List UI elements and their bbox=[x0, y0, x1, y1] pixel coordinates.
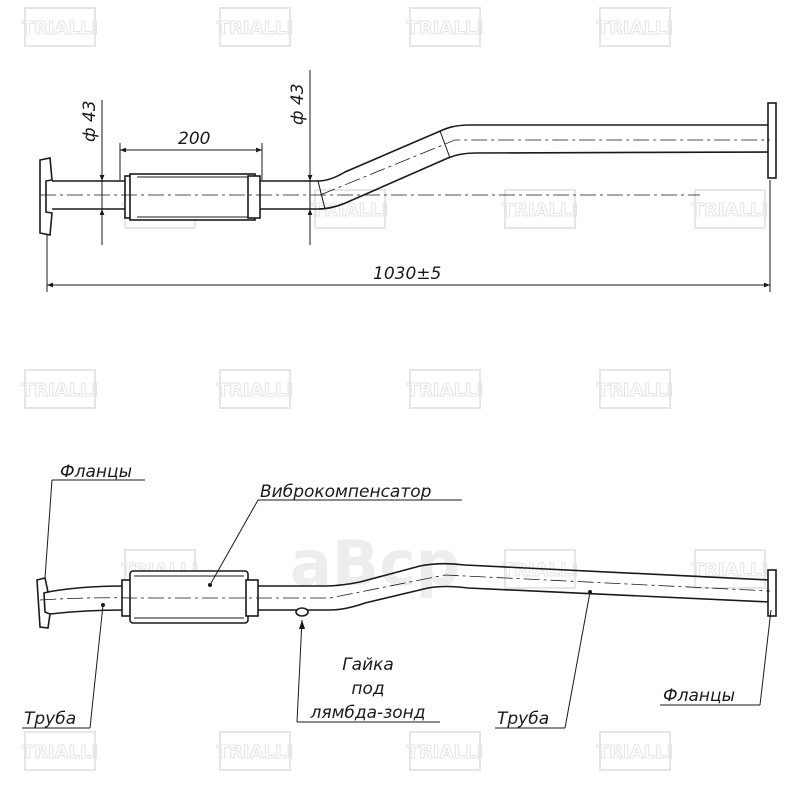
svg-text:TRIALLI: TRIALLI bbox=[407, 18, 483, 39]
bottom-left-flange bbox=[36, 577, 51, 629]
watermarks: TRIALLI TRIALLI TRIALLI TRIALLI TRIALLI … bbox=[21, 7, 769, 771]
top-left-flange bbox=[39, 157, 53, 236]
svg-text:TRIALLI: TRIALLI bbox=[692, 200, 768, 221]
top-main-pipe bbox=[260, 124, 770, 182]
svg-text:TRIALLI: TRIALLI bbox=[22, 380, 98, 401]
svg-text:TRIALLI: TRIALLI bbox=[597, 742, 673, 763]
svg-text:TRIALLI: TRIALLI bbox=[407, 742, 483, 763]
overall-length-label: 1030±5 bbox=[373, 264, 441, 284]
watermark-row-2: TRIALLI TRIALLI TRIALLI TRIALLI bbox=[121, 189, 769, 229]
flanges-right-label: Фланцы bbox=[663, 686, 735, 706]
watermark-row-5: TRIALLI TRIALLI TRIALLI TRIALLI bbox=[21, 731, 674, 771]
svg-text:TRIALLI: TRIALLI bbox=[312, 200, 388, 221]
svg-text:TRIALLI: TRIALLI bbox=[407, 380, 483, 401]
svg-text:TRIALLI: TRIALLI bbox=[217, 380, 293, 401]
svg-text:TRIALLI: TRIALLI bbox=[22, 742, 98, 763]
svg-text:TRIALLI: TRIALLI bbox=[692, 560, 768, 581]
flex-length-label: 200 bbox=[178, 129, 210, 149]
nut-label-line2: под bbox=[351, 679, 384, 699]
svg-text:TRIALLI: TRIALLI bbox=[502, 560, 578, 581]
svg-text:TRIALLI: TRIALLI bbox=[217, 742, 293, 763]
bottom-main-pipe bbox=[258, 562, 771, 587]
flex-joint-label: Виброкомпенсатор bbox=[260, 482, 432, 502]
lambda-sensor-nut bbox=[295, 607, 309, 617]
svg-text:TRIALLI: TRIALLI bbox=[502, 200, 578, 221]
pipe-right-label: Труба bbox=[497, 709, 549, 729]
svg-text:TRIALLI: TRIALLI bbox=[597, 380, 673, 401]
nut-label-line1: Гайка bbox=[342, 655, 394, 675]
top-drawing bbox=[39, 70, 777, 292]
leader-dots bbox=[101, 583, 592, 629]
diameter-left-label: ф 43 bbox=[80, 100, 100, 142]
bottom-right-flange bbox=[767, 569, 777, 617]
svg-text:TRIALLI: TRIALLI bbox=[217, 18, 293, 39]
diameter-right-label: ф 43 bbox=[288, 83, 308, 125]
flanges-left-label: Фланцы bbox=[60, 462, 132, 482]
svg-text:TRIALLI: TRIALLI bbox=[597, 18, 673, 39]
top-right-flange bbox=[767, 102, 777, 179]
watermark-row-1: TRIALLI TRIALLI TRIALLI TRIALLI bbox=[21, 7, 674, 47]
svg-text:TRIALLI: TRIALLI bbox=[22, 18, 98, 39]
watermark-row-3: TRIALLI TRIALLI TRIALLI TRIALLI bbox=[21, 369, 674, 409]
nut-label-line3: лямбда-зонд bbox=[309, 703, 425, 723]
pipe-left-label: Труба bbox=[24, 709, 76, 729]
bottom-drawing bbox=[22, 479, 777, 729]
